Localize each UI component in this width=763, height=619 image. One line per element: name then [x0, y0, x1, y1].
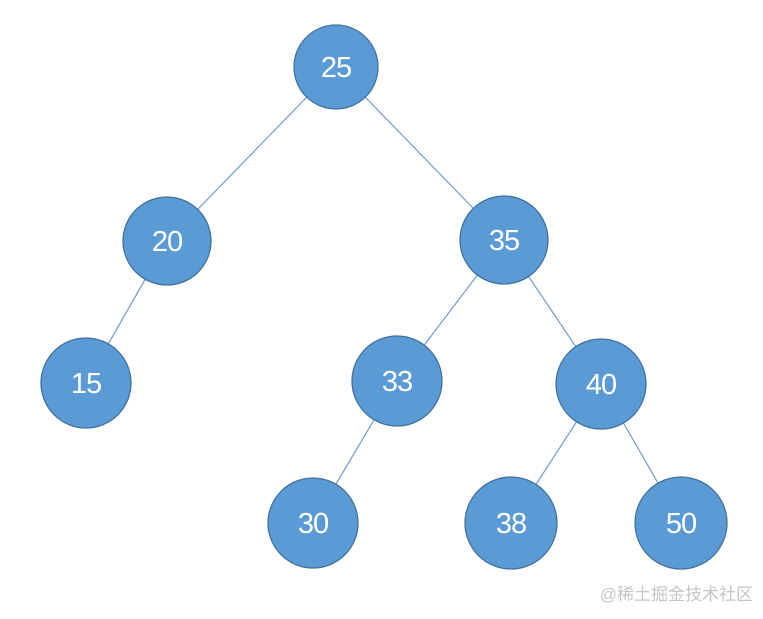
tree-node-35: 35 — [459, 195, 549, 285]
tree-node-30: 30 — [267, 477, 359, 569]
tree-node-label-50: 50 — [666, 508, 696, 540]
tree-node-label-15: 15 — [71, 368, 101, 400]
tree-node-label-20: 20 — [152, 226, 182, 258]
tree-node-circle-20 — [122, 196, 212, 286]
watermark-text: @稀土掘金技术社区 — [599, 584, 753, 604]
tree-node-label-33: 33 — [382, 366, 412, 398]
tree-node-50: 50 — [634, 476, 728, 570]
tree-node-circle-38 — [464, 476, 558, 570]
tree-node-label-25: 25 — [321, 52, 351, 84]
tree-node-label-30: 30 — [298, 508, 328, 540]
tree-node-circle-50 — [634, 476, 728, 570]
tree-node-label-35: 35 — [489, 225, 519, 257]
tree-node-40: 40 — [555, 338, 647, 430]
tree-node-38: 38 — [464, 476, 558, 570]
tree-node-label-38: 38 — [496, 508, 526, 540]
tree-node-circle-30 — [267, 477, 359, 569]
tree-node-15: 15 — [40, 337, 132, 429]
tree-node-circle-25 — [293, 24, 379, 110]
tree-node-circle-33 — [351, 335, 443, 427]
tree-node-circle-15 — [40, 337, 132, 429]
tree-node-20: 20 — [122, 196, 212, 286]
tree-node-circle-35 — [459, 195, 549, 285]
tree-node-label-40: 40 — [586, 369, 616, 401]
tree-node-25: 25 — [293, 24, 379, 110]
tree-node-circle-40 — [555, 338, 647, 430]
tree-node-33: 33 — [351, 335, 443, 427]
